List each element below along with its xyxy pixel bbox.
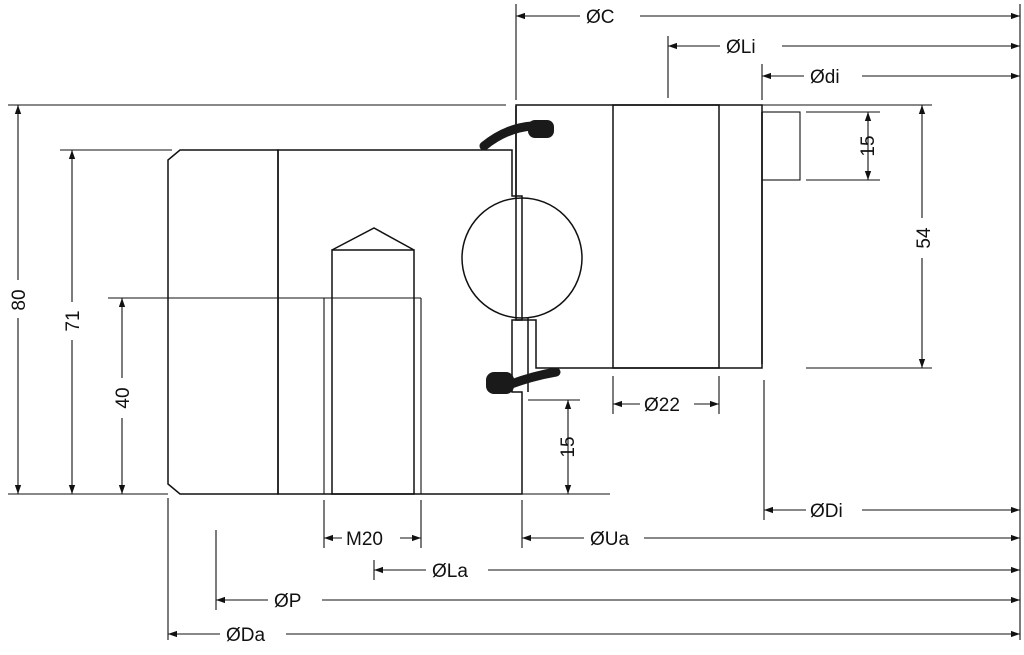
outer-ring-body — [277, 149, 523, 495]
label-bore: Ø22 — [644, 395, 680, 416]
label-da: ØDa — [226, 625, 266, 646]
dimension-height-outer: 71 — [63, 150, 84, 494]
dimension-height-thread: 40 — [113, 298, 134, 494]
dimension-ua: ØUa — [522, 529, 1020, 550]
dimension-da: ØDa — [168, 625, 1020, 646]
label-height-total: 80 — [9, 289, 30, 310]
dimension-offset-bottom: 15 — [558, 400, 579, 494]
label-di: Ødi — [810, 67, 840, 88]
label-p: ØP — [274, 591, 301, 612]
dimension-c: ØC — [516, 7, 1020, 28]
label-thread: M20 — [346, 529, 383, 550]
dimension-li: ØLi — [668, 37, 1020, 58]
dimension-thread: M20 — [324, 529, 421, 550]
label-di-outer: ØDi — [810, 501, 843, 522]
inner-ring — [515, 104, 801, 369]
dimension-bore: Ø22 — [613, 395, 719, 416]
upper-seal — [479, 120, 554, 151]
label-li: ØLi — [726, 37, 756, 58]
rolling-ball — [461, 197, 583, 319]
label-offset-bottom: 15 — [558, 436, 579, 457]
dimension-height-total: 80 — [9, 105, 30, 494]
tapped-hole — [331, 249, 415, 495]
inner-ring-step — [761, 111, 801, 181]
label-c: ØC — [586, 7, 615, 28]
dimension-la: ØLa — [374, 561, 1020, 582]
dimension-offset-top: 15 — [858, 112, 879, 180]
label-height-inner: 54 — [914, 227, 935, 249]
drill-point — [331, 227, 415, 251]
lower-seal — [486, 367, 561, 394]
dimension-p: ØP — [216, 591, 1020, 612]
label-height-thread: 40 — [113, 387, 134, 408]
outer-ring-mounting-face — [167, 149, 279, 495]
label-height-outer: 71 — [63, 310, 84, 331]
dimension-height-inner: 54 — [914, 105, 935, 368]
label-ua: ØUa — [590, 529, 630, 550]
label-offset-top: 15 — [858, 135, 879, 156]
label-la: ØLa — [432, 561, 468, 582]
outer-ring — [167, 149, 523, 495]
inner-ring-bore — [612, 104, 720, 369]
inner-ring-body — [515, 104, 763, 369]
dimension-di: Ødi — [762, 67, 1020, 88]
dimension-di-outer: ØDi — [764, 501, 1020, 522]
